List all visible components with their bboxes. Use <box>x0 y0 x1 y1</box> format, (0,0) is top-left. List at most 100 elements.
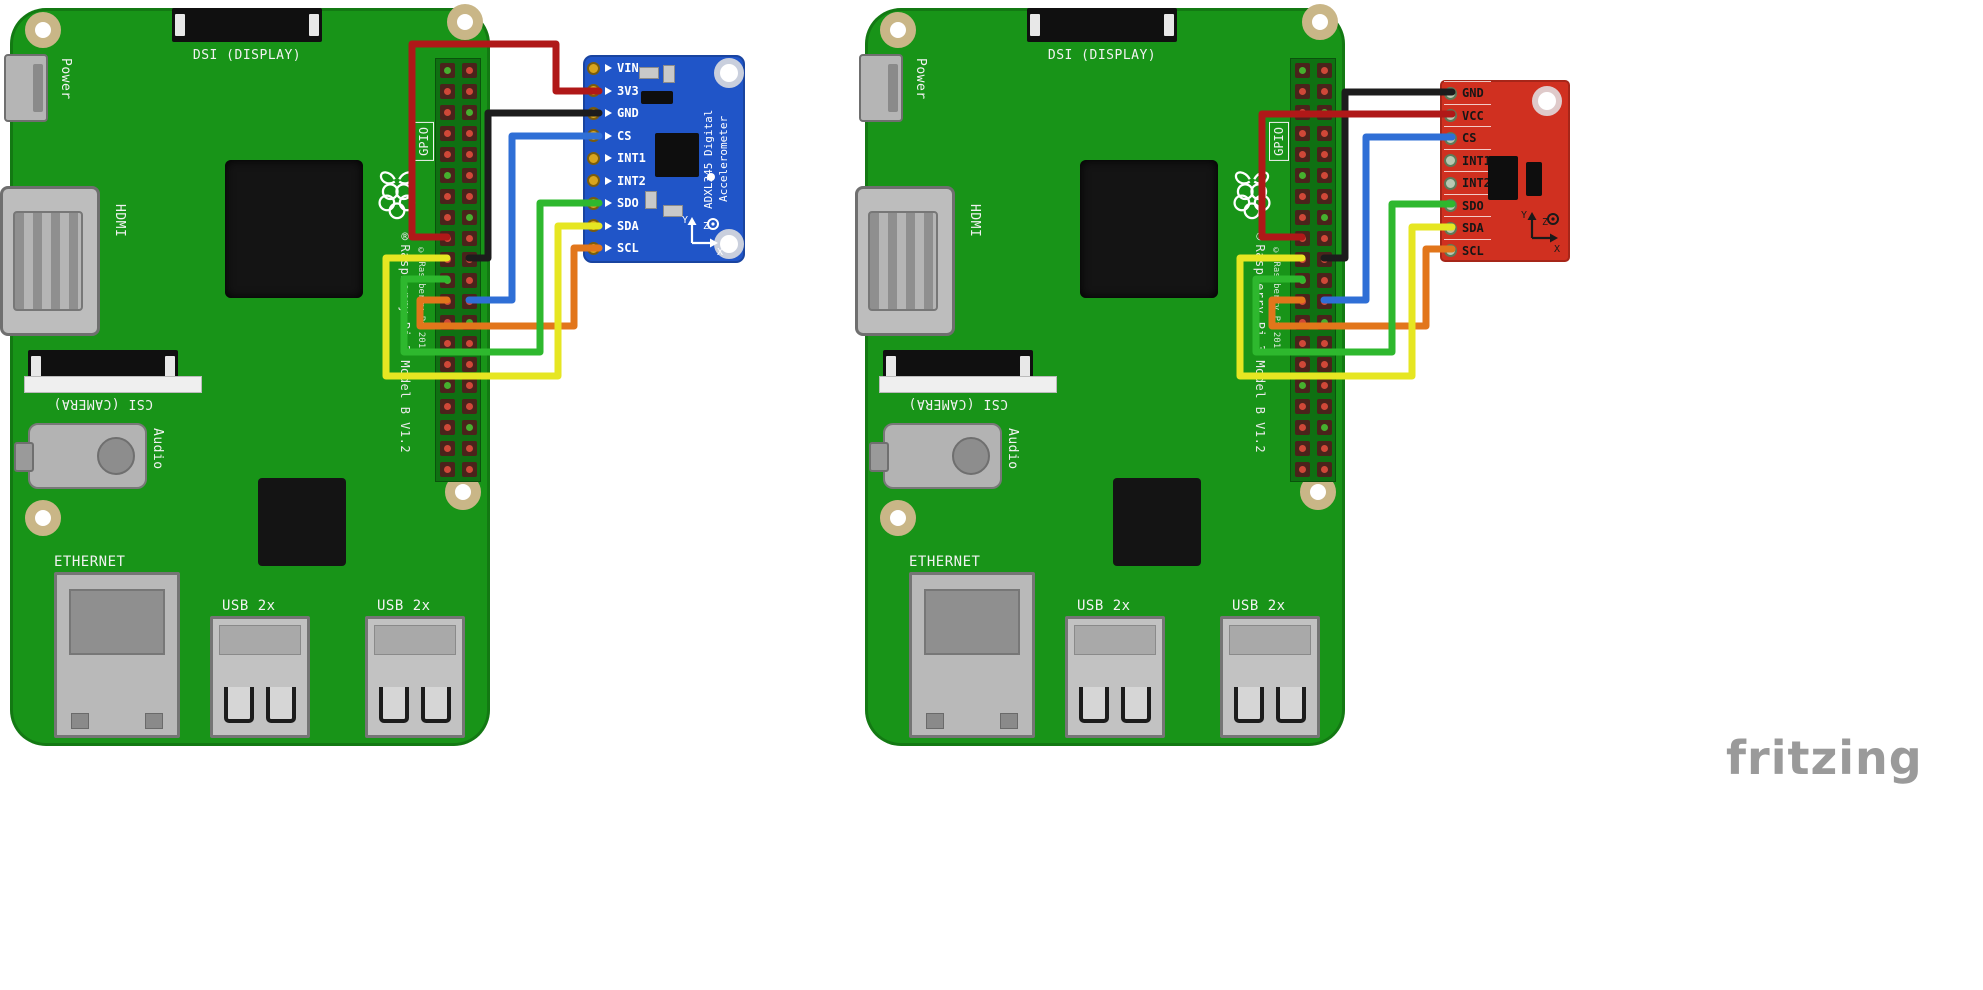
pin-cs[interactable]: CS <box>587 125 646 148</box>
gpio-pin[interactable] <box>1313 123 1335 144</box>
gpio-pin[interactable] <box>458 375 480 396</box>
gpio-pin[interactable] <box>1313 228 1335 249</box>
gpio-pin[interactable] <box>1291 354 1313 375</box>
gpio-pin[interactable] <box>1291 60 1313 81</box>
pin-pad[interactable] <box>587 129 600 143</box>
pin-cs[interactable]: CS <box>1444 127 1491 150</box>
gpio-header[interactable] <box>1290 58 1336 482</box>
gpio-pin[interactable] <box>436 333 458 354</box>
pin-pad[interactable] <box>1444 131 1457 145</box>
pin-pad[interactable] <box>587 84 600 98</box>
pin-pad[interactable] <box>1444 244 1457 258</box>
gpio-pin[interactable] <box>1313 144 1335 165</box>
gpio-pin[interactable] <box>1291 207 1313 228</box>
pin-pad[interactable] <box>587 196 600 210</box>
pin-pad[interactable] <box>587 151 600 165</box>
pin-int1[interactable]: INT1 <box>587 147 646 170</box>
gpio-pin[interactable] <box>1313 165 1335 186</box>
gpio-pin[interactable] <box>436 228 458 249</box>
pin-pad[interactable] <box>587 241 600 255</box>
pin-scl[interactable]: SCL <box>1444 240 1491 263</box>
raspberry-pi-board-right[interactable]: Power DSI (DISPLAY) HDMI CSI (CAMERA) Au… <box>855 4 1345 746</box>
gpio-pin[interactable] <box>1291 333 1313 354</box>
gpio-pin[interactable] <box>1313 81 1335 102</box>
gpio-pin[interactable] <box>1313 333 1335 354</box>
gpio-pin[interactable] <box>436 186 458 207</box>
gpio-pin[interactable] <box>458 270 480 291</box>
pin-int1[interactable]: INT1 <box>1444 150 1491 173</box>
gpio-pin[interactable] <box>458 417 480 438</box>
gpio-pin[interactable] <box>1291 459 1313 480</box>
gpio-pin[interactable] <box>1313 417 1335 438</box>
gpio-pin[interactable] <box>1291 291 1313 312</box>
gpio-header[interactable] <box>435 58 481 482</box>
gpio-pin[interactable] <box>436 312 458 333</box>
pin-pad[interactable] <box>587 61 600 75</box>
gpio-pin[interactable] <box>1291 312 1313 333</box>
gpio-pin[interactable] <box>458 459 480 480</box>
gpio-pin[interactable] <box>458 333 480 354</box>
gpio-pin[interactable] <box>1291 396 1313 417</box>
gpio-pin[interactable] <box>1313 354 1335 375</box>
gpio-pin[interactable] <box>436 249 458 270</box>
pin-pad[interactable] <box>1444 199 1457 213</box>
pin-pad[interactable] <box>1444 221 1457 235</box>
gpio-pin[interactable] <box>1313 249 1335 270</box>
pin-pad[interactable] <box>587 174 600 188</box>
gpio-pin[interactable] <box>1313 186 1335 207</box>
gpio-pin[interactable] <box>1313 375 1335 396</box>
gpio-pin[interactable] <box>458 144 480 165</box>
gpio-pin[interactable] <box>436 207 458 228</box>
pin-pad[interactable] <box>1444 154 1457 168</box>
gpio-pin[interactable] <box>458 396 480 417</box>
gpio-pin[interactable] <box>458 291 480 312</box>
pin-pad[interactable] <box>587 106 600 120</box>
pin-vcc[interactable]: VCC <box>1444 105 1491 128</box>
gpio-pin[interactable] <box>436 396 458 417</box>
gpio-pin[interactable] <box>436 144 458 165</box>
gpio-pin[interactable] <box>458 249 480 270</box>
gpio-pin[interactable] <box>436 354 458 375</box>
gpio-pin[interactable] <box>1291 417 1313 438</box>
gpio-pin[interactable] <box>458 102 480 123</box>
pin-sdo[interactable]: SDO <box>587 192 646 215</box>
gpio-pin[interactable] <box>1291 438 1313 459</box>
gpio-pin[interactable] <box>1313 459 1335 480</box>
gpio-pin[interactable] <box>1313 60 1335 81</box>
pin-pad[interactable] <box>1444 109 1457 123</box>
gpio-pin[interactable] <box>1291 228 1313 249</box>
gpio-pin[interactable] <box>1291 375 1313 396</box>
gpio-pin[interactable] <box>1291 186 1313 207</box>
pin-pad[interactable] <box>1444 176 1457 190</box>
gpio-pin[interactable] <box>1313 270 1335 291</box>
pin-int2[interactable]: INT2 <box>1444 172 1491 195</box>
raspberry-pi-board-left[interactable]: Power DSI (DISPLAY) HDMI CSI (CAMERA) Au… <box>0 4 490 746</box>
gpio-pin[interactable] <box>1313 312 1335 333</box>
gpio-pin[interactable] <box>436 60 458 81</box>
gpio-pin[interactable] <box>1291 165 1313 186</box>
gpio-pin[interactable] <box>1291 81 1313 102</box>
gpio-pin[interactable] <box>1313 291 1335 312</box>
gpio-pin[interactable] <box>458 354 480 375</box>
gpio-pin[interactable] <box>1291 144 1313 165</box>
gpio-pin[interactable] <box>436 291 458 312</box>
pin-int2[interactable]: INT2 <box>587 170 646 193</box>
gpio-pin[interactable] <box>458 438 480 459</box>
pin-3v3[interactable]: 3V3 <box>587 80 646 103</box>
gpio-pin[interactable] <box>436 459 458 480</box>
pin-sda[interactable]: SDA <box>1444 217 1491 240</box>
gpio-pin[interactable] <box>458 60 480 81</box>
gpio-pin[interactable] <box>436 81 458 102</box>
gpio-pin[interactable] <box>436 270 458 291</box>
pin-pad[interactable] <box>1444 86 1457 100</box>
gpio-pin[interactable] <box>436 123 458 144</box>
gpio-pin[interactable] <box>1291 270 1313 291</box>
gpio-pin[interactable] <box>1313 438 1335 459</box>
pin-vin[interactable]: VIN <box>587 57 646 80</box>
gpio-pin[interactable] <box>1313 102 1335 123</box>
gpio-pin[interactable] <box>458 228 480 249</box>
gpio-pin[interactable] <box>436 165 458 186</box>
gpio-pin[interactable] <box>436 417 458 438</box>
